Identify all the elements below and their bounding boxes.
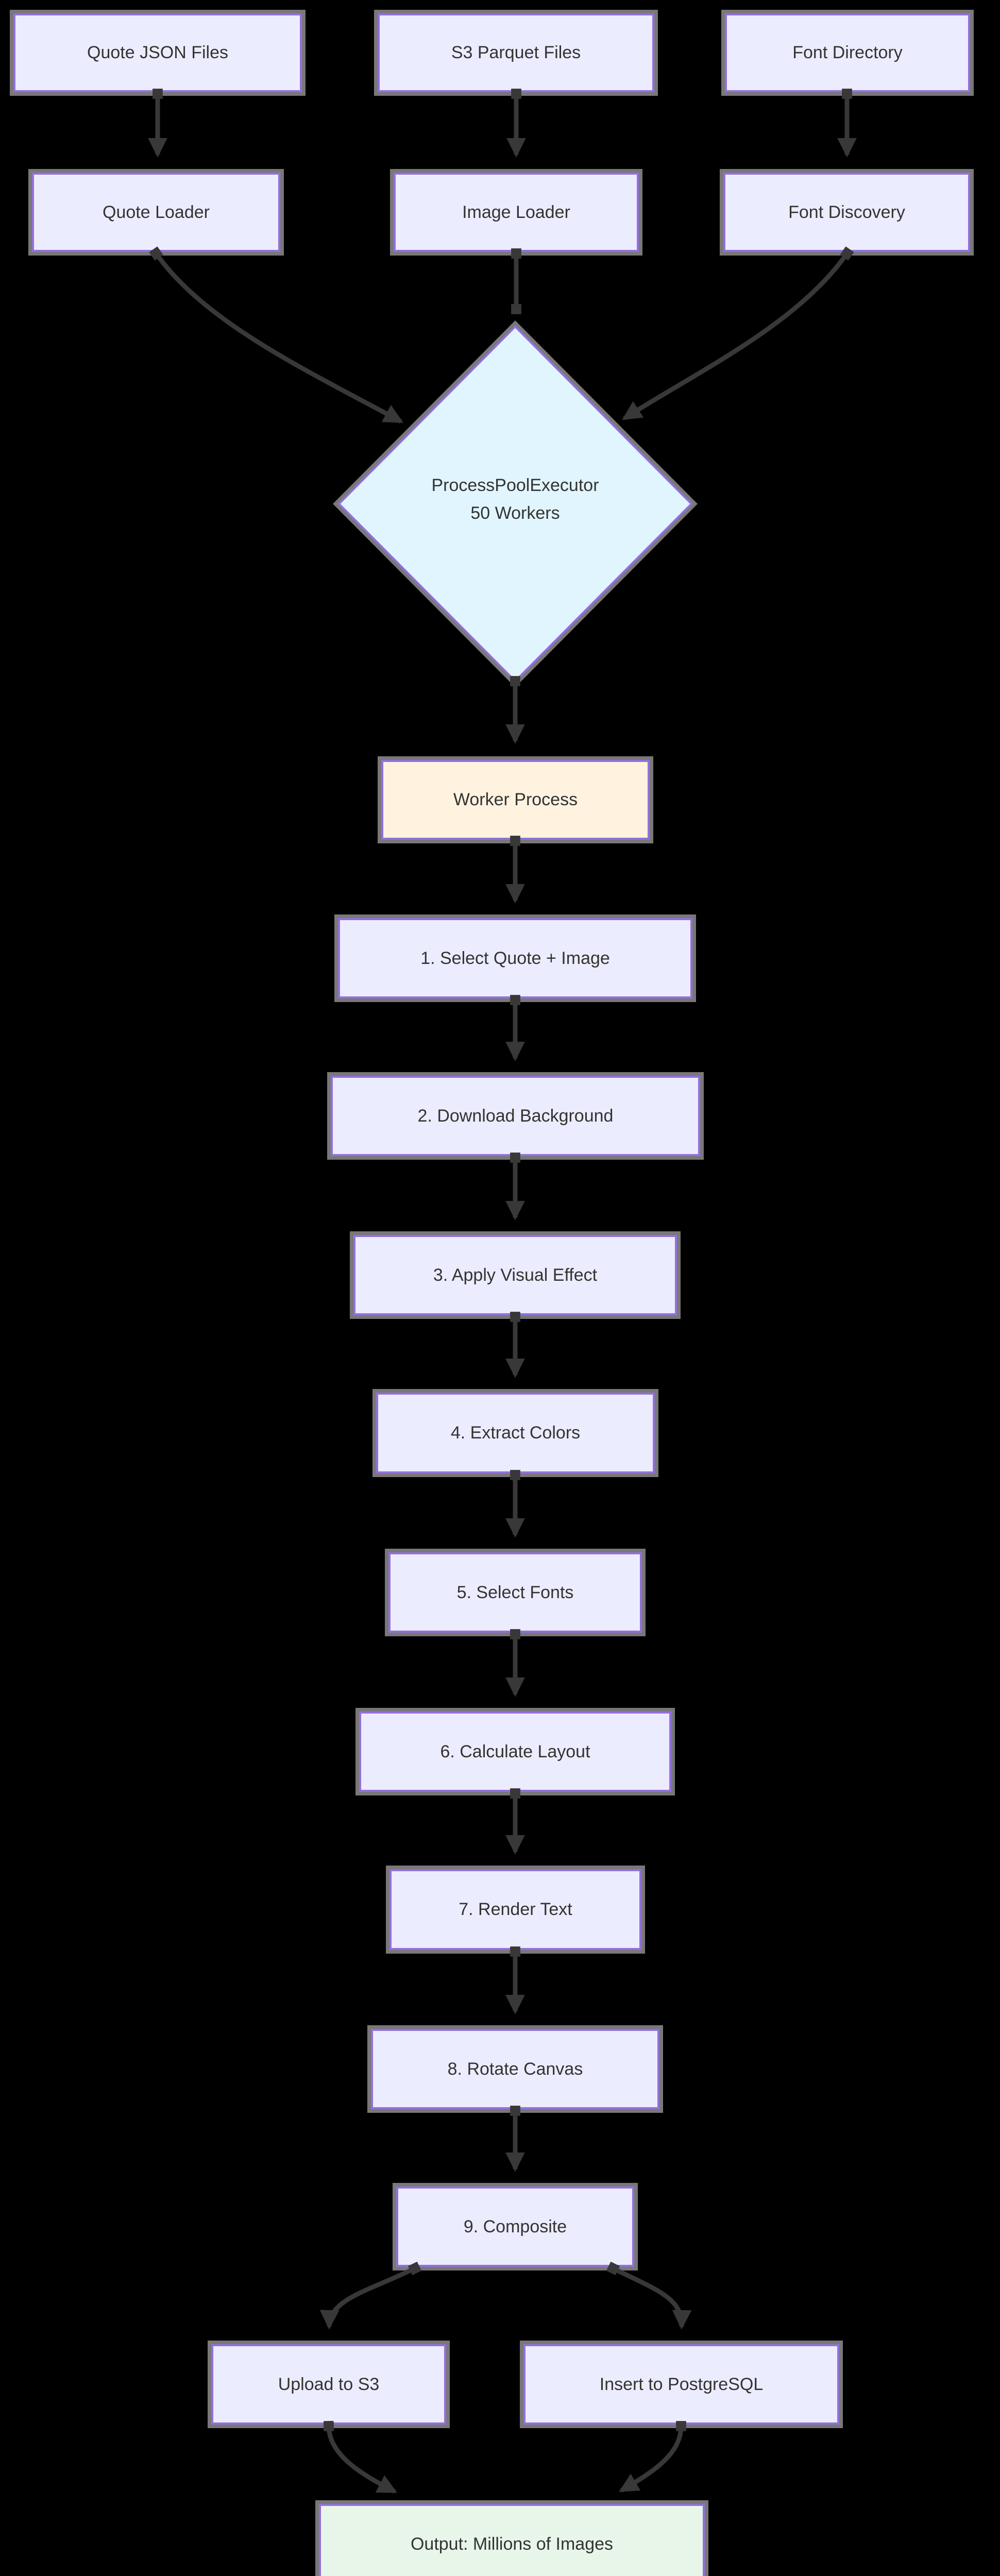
- node-step-4-extract-colors: 4. Extract Colors: [372, 1389, 658, 1477]
- node-label: 2. Download Background: [417, 1106, 614, 1126]
- executor-label-line1: ProcessPoolExecutor: [431, 476, 599, 495]
- node-label: Worker Process: [453, 790, 578, 810]
- node-label: 8. Rotate Canvas: [447, 2059, 583, 2079]
- node-insert-to-postgresql: Insert to PostgreSQL: [520, 2341, 843, 2428]
- node-label: 7. Render Text: [459, 1900, 572, 1920]
- node-step-3-apply-visual-effect: 3. Apply Visual Effect: [350, 1231, 681, 1319]
- node-font-discovery: Font Discovery: [720, 169, 974, 256]
- node-upload-to-s3: Upload to S3: [208, 2341, 450, 2428]
- node-label: 4. Extract Colors: [450, 1423, 581, 1443]
- node-step-7-render-text: 7. Render Text: [386, 1866, 645, 1954]
- executor-label-line2: 50 Workers: [470, 503, 560, 523]
- node-quote-loader: Quote Loader: [28, 169, 284, 256]
- node-step-8-rotate-canvas: 8. Rotate Canvas: [367, 2025, 663, 2113]
- node-step-1-select-quote-image: 1. Select Quote + Image: [334, 914, 696, 1002]
- edge-insert-postgres-to-output: [619, 2421, 686, 2493]
- node-label: Insert to PostgreSQL: [599, 2374, 764, 2394]
- node-label: Quote Loader: [103, 202, 210, 222]
- node-label: Font Directory: [792, 43, 903, 63]
- edge-step9-to-insert-postgres: [606, 2261, 692, 2330]
- node-label: 1. Select Quote + Image: [420, 948, 610, 968]
- node-step-6-calculate-layout: 6. Calculate Layout: [355, 1708, 675, 1795]
- node-label: 6. Calculate Layout: [440, 1741, 590, 1761]
- node-step-9-composite: 9. Composite: [393, 2183, 638, 2270]
- node-font-directory: Font Directory: [721, 10, 974, 96]
- node-step-5-select-fonts: 5. Select Fonts: [385, 1549, 646, 1636]
- edge-upload-s3-to-output: [323, 2420, 398, 2494]
- node-label: 3. Apply Visual Effect: [433, 1265, 598, 1285]
- node-label: S3 Parquet Files: [451, 43, 581, 63]
- node-label: 9. Composite: [463, 2216, 567, 2236]
- node-output-millions-of-images: Output: Millions of Images: [315, 2500, 708, 2576]
- node-image-loader: Image Loader: [390, 169, 642, 256]
- edge-quote-loader-to-executor: [149, 246, 403, 423]
- node-label: Font Discovery: [788, 202, 905, 222]
- node-label: Output: Millions of Images: [410, 2534, 614, 2554]
- edge-font-discovery-to-executor: [622, 246, 854, 420]
- node-quote-json-files: Quote JSON Files: [10, 10, 306, 96]
- node-label: Quote JSON Files: [87, 43, 228, 63]
- edge-step9-to-upload-s3: [319, 2261, 422, 2330]
- node-label: Upload to S3: [278, 2374, 380, 2394]
- node-worker-process: Worker Process: [378, 756, 653, 843]
- node-label: Image Loader: [462, 202, 570, 222]
- node-s3-parquet-files: S3 Parquet Files: [374, 10, 658, 96]
- node-label: 5. Select Fonts: [456, 1582, 574, 1602]
- node-executor-label: ProcessPoolExecutor 50 Workers: [361, 471, 670, 528]
- node-step-2-download-background: 2. Download Background: [327, 1072, 704, 1160]
